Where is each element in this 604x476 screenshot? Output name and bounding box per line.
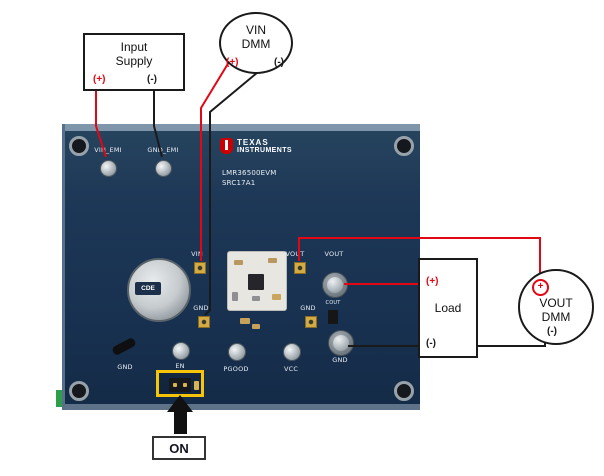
vout-dmm-plus-marker: + bbox=[532, 279, 549, 296]
smd-component bbox=[234, 260, 243, 265]
green-connector-edge bbox=[56, 390, 64, 407]
mounting-hole-top-right bbox=[394, 136, 414, 156]
vcc-post bbox=[283, 343, 301, 361]
wire-vout-to-voutdmm bbox=[298, 237, 541, 283]
input-supply-box: Input Supply (+) (-) bbox=[83, 33, 185, 91]
gnd-left-testpoint bbox=[198, 316, 210, 328]
input-supply-plus: (+) bbox=[93, 74, 106, 85]
load-box: (+) Load (-) bbox=[418, 258, 478, 358]
cout-label: COUT bbox=[325, 300, 341, 306]
board-bottom-edge bbox=[62, 404, 420, 410]
vout-testpoint bbox=[294, 262, 306, 274]
jumper-pin bbox=[183, 383, 187, 387]
gnd-emi-label: GND_EMI bbox=[147, 146, 179, 154]
evm-board: VIN_EMI GND_EMI TEXAS INSTRUMENTS LMR365… bbox=[62, 124, 420, 410]
vout-dmm-circle: + VOUT DMM (-) bbox=[518, 269, 594, 345]
capacitor-brand-label: CDE bbox=[135, 282, 161, 295]
vin-testpoint-label: VIN bbox=[191, 250, 203, 258]
vout-dmm-title-line2: DMM bbox=[541, 310, 571, 324]
input-supply-title-line2: Supply bbox=[115, 54, 153, 68]
converter-circuit-area bbox=[228, 252, 286, 310]
mounting-hole-bottom-right bbox=[394, 381, 414, 401]
wire-supply-positive bbox=[95, 85, 107, 158]
input-supply-title-line1: Input bbox=[120, 40, 148, 54]
ti-brand-line1: TEXAS bbox=[237, 138, 269, 147]
smd-component bbox=[252, 296, 260, 301]
vin-dmm-title-line1: VIN bbox=[245, 23, 266, 37]
ti-logo: TEXAS INSTRUMENTS bbox=[220, 138, 292, 154]
gnd-emi-post bbox=[155, 160, 172, 177]
en-jumper-shunt bbox=[169, 378, 191, 392]
vin-emi-post bbox=[100, 160, 117, 177]
board-rev-label: SRC17A1 bbox=[222, 179, 256, 187]
vout-testpoint-label: VOUT bbox=[285, 250, 305, 258]
wire-supply-negative bbox=[153, 85, 163, 158]
on-arrow-icon bbox=[167, 395, 193, 434]
vout-dmm-title-line1: VOUT bbox=[539, 296, 573, 310]
en-post bbox=[172, 342, 190, 360]
vin-dmm-plus: (+) bbox=[226, 57, 239, 68]
gnd-terminal-label: GND bbox=[332, 356, 348, 364]
pgood-label: PGOOD bbox=[223, 365, 249, 373]
on-callout: ON bbox=[152, 436, 206, 460]
bulk-capacitor: CDE bbox=[127, 258, 191, 322]
vin-emi-label: VIN_EMI bbox=[94, 146, 122, 154]
jumper-pin bbox=[173, 383, 177, 387]
smd-component bbox=[232, 292, 238, 301]
load-title: Load bbox=[434, 301, 462, 315]
gnd-right-testpoint-label: GND bbox=[300, 304, 316, 312]
pgood-post bbox=[228, 343, 246, 361]
vcc-label: VCC bbox=[283, 365, 299, 373]
gnd-terminal bbox=[328, 330, 354, 356]
smd-capacitor bbox=[240, 318, 250, 324]
gnd-switch-label: GND bbox=[117, 363, 133, 371]
regulator-ic bbox=[248, 274, 264, 290]
smd-capacitor bbox=[252, 324, 260, 329]
jumper-pin bbox=[194, 381, 199, 390]
mounting-hole-bottom-left bbox=[69, 381, 89, 401]
en-label: EN bbox=[175, 362, 185, 370]
input-supply-minus: (-) bbox=[147, 74, 157, 85]
board-top-edge bbox=[62, 124, 420, 131]
vout-terminal-label: VOUT bbox=[324, 250, 344, 258]
vin-dmm-minus: (-) bbox=[274, 57, 284, 68]
load-plus: (+) bbox=[426, 276, 439, 287]
output-capacitor bbox=[328, 310, 338, 324]
smd-component bbox=[268, 258, 277, 263]
board-model-label: LMR36500EVM bbox=[222, 169, 277, 177]
smd-component bbox=[272, 294, 281, 300]
board-left-edge bbox=[62, 124, 65, 410]
vin-testpoint bbox=[194, 262, 206, 274]
load-minus: (-) bbox=[426, 338, 436, 349]
vout-dmm-minus: (-) bbox=[547, 326, 557, 337]
ti-logo-icon bbox=[220, 138, 233, 154]
mounting-hole-top-left bbox=[69, 136, 89, 156]
ti-brand-line2: INSTRUMENTS bbox=[237, 147, 292, 154]
vin-dmm-circle: VIN DMM (+) (-) bbox=[219, 12, 293, 74]
wire-vindmm-negative bbox=[204, 61, 271, 316]
gnd-right-testpoint bbox=[305, 316, 317, 328]
wire-vindmm-positive bbox=[200, 61, 230, 261]
gnd-left-testpoint-label: GND bbox=[193, 304, 209, 312]
vin-dmm-title-line2: DMM bbox=[241, 37, 271, 51]
